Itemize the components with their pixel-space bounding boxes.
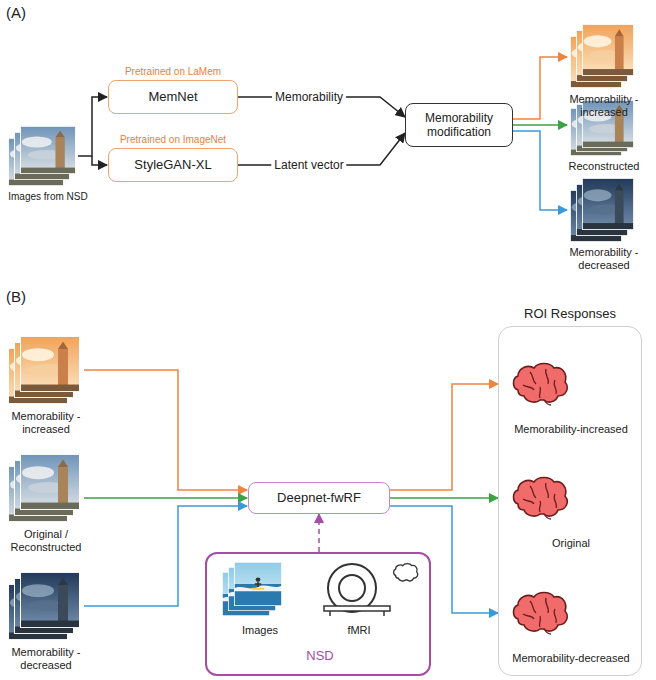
brain-response	[514, 478, 568, 520]
scanner-icon	[394, 564, 418, 581]
response-label: Original	[552, 537, 590, 550]
image-caption: Images from NSD	[3, 191, 93, 203]
flow-line	[84, 497, 247, 499]
brain-response	[514, 364, 568, 406]
panel-item-label: Images	[242, 624, 278, 637]
image-stack	[8, 126, 76, 186]
model-name: MemNet	[148, 89, 197, 105]
response-arrow	[390, 506, 498, 613]
process-box: Memorability modification	[405, 103, 513, 147]
image-stack	[8, 336, 80, 404]
scanner-icon	[330, 611, 384, 616]
edge-label: Latent vector	[271, 158, 346, 172]
flow-line	[513, 57, 567, 119]
response-arrow	[390, 497, 498, 499]
panel-label: (A)	[6, 4, 26, 22]
panel-title: NSD	[306, 648, 333, 664]
image-stack	[582, 178, 634, 230]
image-stack	[8, 572, 80, 640]
image-caption: Memorability -increased	[562, 93, 646, 119]
response-arrow	[390, 384, 498, 490]
image-caption: Reconstructed	[562, 160, 646, 173]
image-caption: Memorability -increased	[2, 410, 90, 436]
image-stack	[20, 336, 80, 392]
model-box: Pretrained on LaMemMemNet	[108, 80, 238, 114]
edge-label: Memorability	[272, 90, 346, 104]
scanner-icon	[394, 564, 418, 581]
brain-response	[514, 593, 568, 635]
model-box: Deepnet-fwRF	[248, 482, 390, 514]
flow-line	[513, 131, 567, 210]
flow-line	[92, 156, 107, 165]
scanner-icon	[328, 564, 376, 612]
response-label: Memorability-decreased	[512, 652, 629, 665]
flow-line	[78, 97, 107, 156]
panel-item-label: fMRI	[347, 624, 370, 637]
connector-layer	[238, 97, 498, 613]
model-box: Pretrained on ImageNetStyleGAN-XL	[108, 148, 238, 182]
image-stack	[570, 24, 634, 88]
flow-line	[84, 506, 247, 606]
flow-line	[513, 124, 567, 126]
response-label: Memorability-increased	[514, 423, 628, 436]
scanner-icon	[324, 606, 390, 611]
pretrain-note: Pretrained on LaMem	[125, 66, 221, 78]
training-arrow	[318, 514, 320, 552]
image-stack	[20, 126, 76, 174]
image-stack	[20, 572, 80, 628]
flow-line	[84, 370, 247, 490]
image-caption: Memorability -decreased	[2, 646, 90, 672]
dataset-panel: Images fMRI NSD	[205, 552, 431, 676]
panel-title: ROI Responses	[524, 306, 616, 322]
image-stack	[8, 454, 80, 522]
image-stack	[582, 24, 634, 76]
image-stack	[222, 562, 282, 616]
image-caption: Memorability -decreased	[562, 246, 646, 272]
model-name: StyleGAN-XL	[134, 157, 211, 173]
image-caption: Original / Reconstructed	[2, 528, 90, 554]
image-stack	[570, 178, 634, 242]
brain-response	[514, 364, 568, 635]
response-panel: ROI ResponsesMemorability-increasedOrigi…	[498, 326, 642, 676]
process-name: Memorability modification	[412, 111, 506, 140]
panel-label: (B)	[6, 288, 26, 306]
image-stack	[234, 562, 282, 606]
scanner-icon	[324, 564, 418, 616]
scanner-icon	[339, 575, 365, 601]
image-stack	[20, 454, 80, 510]
pretrain-note: Pretrained on ImageNet	[120, 134, 226, 146]
model-name: Deepnet-fwRF	[277, 490, 361, 506]
flow-line	[78, 57, 567, 606]
